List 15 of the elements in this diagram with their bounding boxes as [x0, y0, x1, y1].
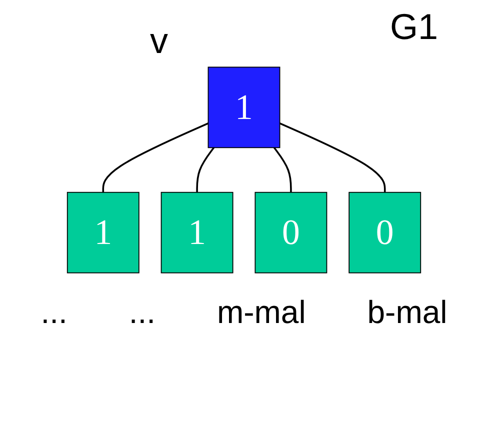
node-box: 1 — [208, 66, 280, 148]
annotation-label: b-mal — [367, 294, 448, 331]
node-box: 1 — [160, 192, 234, 274]
node-box: 1 — [66, 192, 140, 274]
diagram-title: G1 — [390, 6, 438, 48]
node-box: 0 — [254, 192, 328, 274]
node-caption: v — [150, 20, 168, 62]
annotation-label: ... — [128, 294, 156, 331]
annotation-label: ... — [40, 294, 68, 331]
connector — [102, 122, 209, 192]
connector — [196, 147, 215, 192]
node-box: 0 — [348, 192, 422, 274]
connector — [279, 122, 386, 192]
annotation-label: m-mal — [216, 294, 306, 331]
connector — [273, 147, 292, 192]
